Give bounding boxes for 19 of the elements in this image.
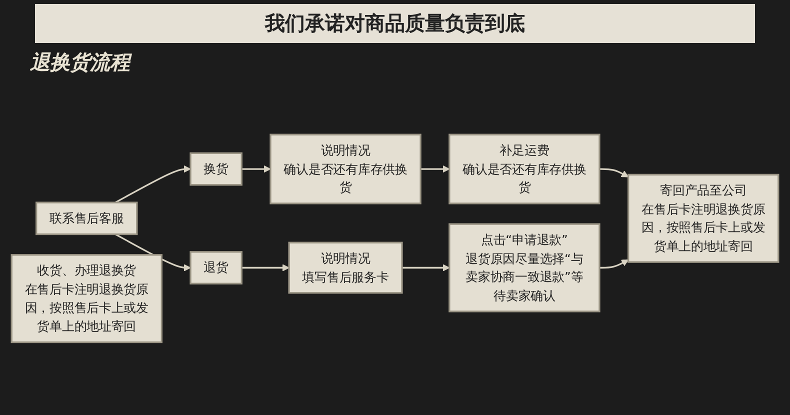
arrow bbox=[402, 264, 450, 272]
node-box: 补足运费 确认是否还有库存供换货 bbox=[448, 134, 600, 204]
section-heading: 退换货流程 bbox=[30, 49, 130, 76]
arrow bbox=[115, 165, 191, 204]
arrow bbox=[599, 168, 629, 178]
arrow bbox=[599, 260, 629, 269]
node-box: 寄回产品至公司 在售后卡注明退换货原因，按照售后卡上或发货单上的地址寄回 bbox=[628, 174, 780, 263]
title-banner: 我们承诺对商品质量负责到底 bbox=[35, 4, 755, 43]
node-box: 联系售后客服 bbox=[36, 202, 138, 236]
node-box: 说明情况 填写售后服务卡 bbox=[288, 242, 403, 294]
arrow bbox=[242, 264, 290, 272]
node-box: 换货 bbox=[190, 152, 242, 186]
node-box: 点击“申请退款” 退货原因尽量选择“与卖家协商一致退款”等待卖家确认 bbox=[448, 223, 600, 312]
node-box: 说明情况 确认是否还有库存供换货 bbox=[270, 134, 422, 204]
arrow bbox=[420, 165, 450, 173]
node-box: 退货 bbox=[190, 251, 242, 284]
arrow bbox=[115, 234, 191, 272]
node-box: 收货、办理退换货 在售后卡注明退换货原因，按照售后卡上或发货单上的地址寄回 bbox=[10, 254, 162, 344]
arrow bbox=[242, 165, 271, 173]
